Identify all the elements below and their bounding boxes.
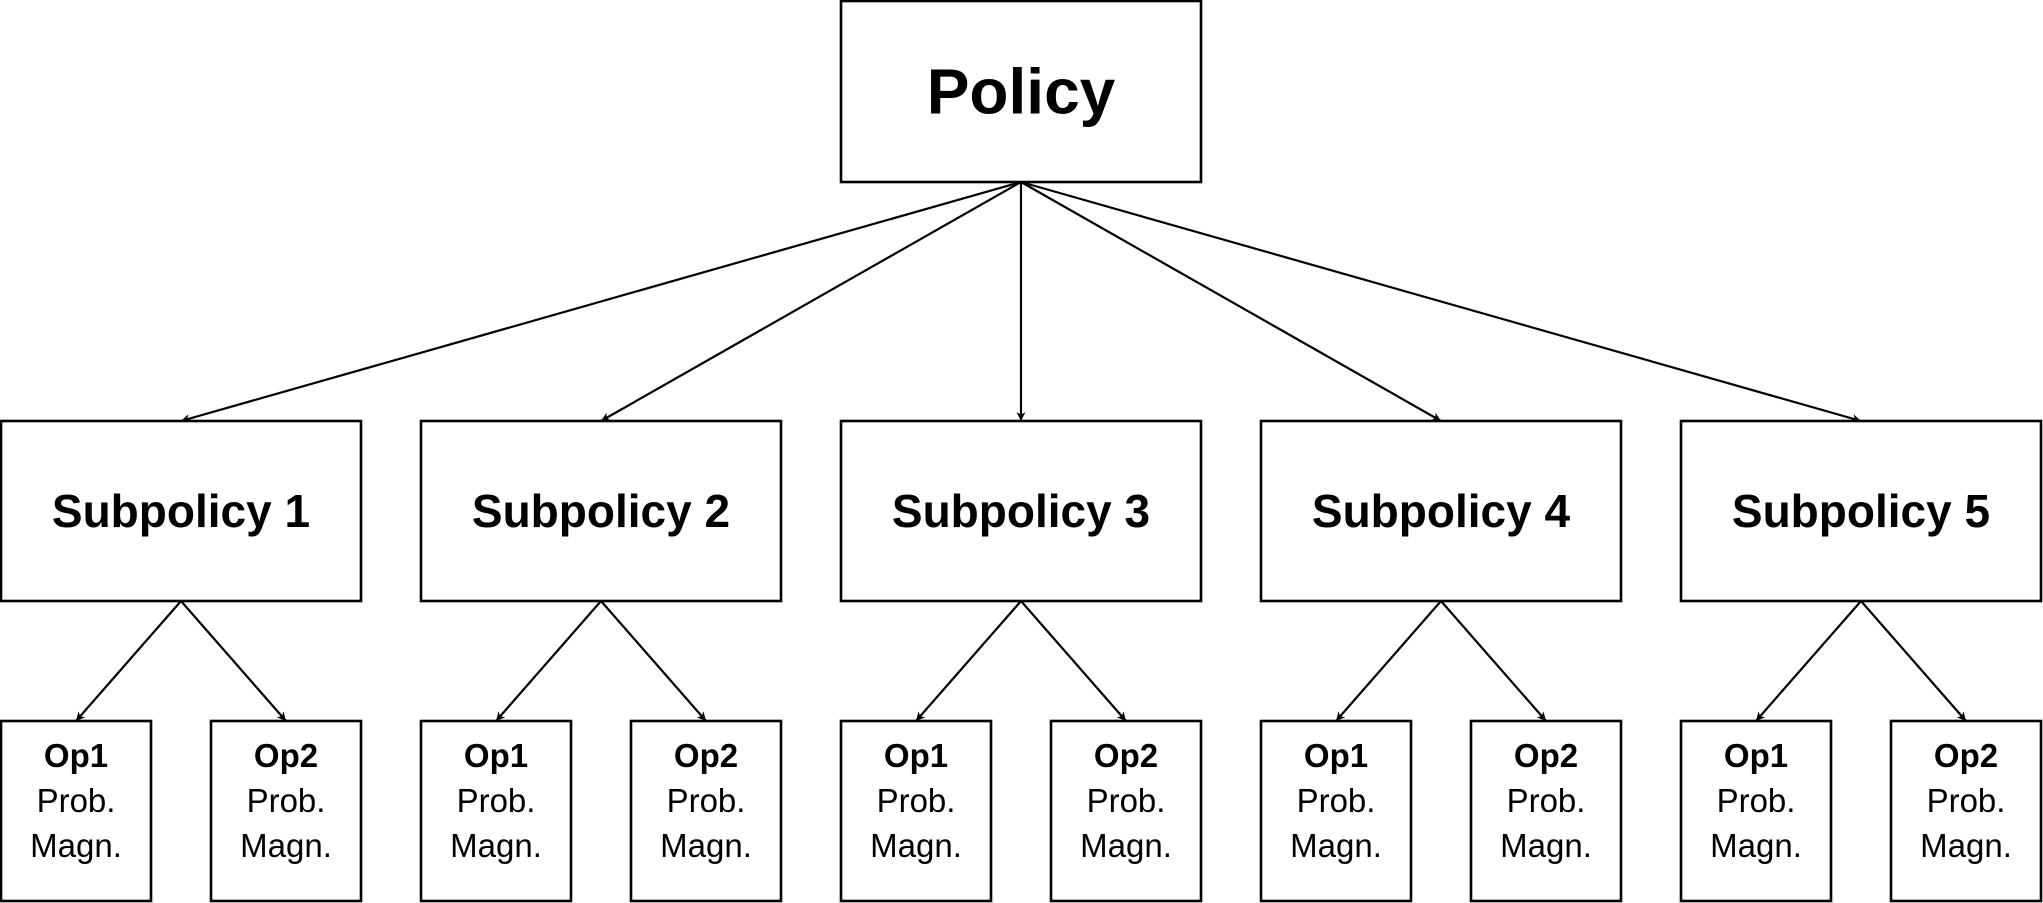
op-magnitude-label: Magn.	[240, 827, 332, 864]
subpolicy-box	[1259, 419, 1623, 603]
op-name: Op1	[884, 737, 948, 774]
subpolicy-box	[0, 419, 363, 603]
op-probability-label: Prob.	[457, 782, 536, 819]
edge-subpolicy-5-to-op2	[1860, 600, 1967, 722]
op-name: Op1	[1724, 737, 1788, 774]
op-box	[1259, 719, 1413, 903]
op-probability-label: Prob.	[667, 782, 746, 819]
op-probability-label: Prob.	[1717, 782, 1796, 819]
subpolicy-label: Subpolicy 3	[892, 485, 1150, 537]
op-name: Op2	[254, 737, 318, 774]
op-box	[209, 719, 363, 903]
edge-policy-to-subpolicy-4	[1020, 181, 1442, 422]
edge-subpolicy-4-to-op1	[1335, 600, 1442, 722]
edge-subpolicy-2-to-op2	[600, 600, 707, 722]
op-magnitude-label: Magn.	[1920, 827, 2012, 864]
edges	[75, 180, 1967, 722]
edge-subpolicy-1-to-op2	[180, 600, 287, 722]
op-probability-label: Prob.	[877, 782, 956, 819]
policy-box	[839, 0, 1203, 184]
op-magnitude-label: Magn.	[1080, 827, 1172, 864]
subpolicy-box	[1679, 419, 2043, 603]
op-name: Op2	[674, 737, 738, 774]
edge-subpolicy-4-to-op2	[1440, 600, 1547, 722]
op-probability-label: Prob.	[247, 782, 326, 819]
op-name: Op2	[1934, 737, 1998, 774]
edge-subpolicy-5-to-op1	[1755, 600, 1862, 722]
subpolicy-node-4: Subpolicy 4	[1259, 419, 1623, 603]
op-magnitude-label: Magn.	[1500, 827, 1592, 864]
subpolicy-label: Subpolicy 1	[52, 485, 310, 537]
subpolicy-box	[839, 419, 1203, 603]
op-magnitude-label: Magn.	[1710, 827, 1802, 864]
edge-subpolicy-2-to-op1	[495, 600, 602, 722]
op-name: Op2	[1094, 737, 1158, 774]
op-magnitude-label: Magn.	[30, 827, 122, 864]
op-name: Op2	[1514, 737, 1578, 774]
subpolicy-node-3: Subpolicy 3	[839, 419, 1203, 603]
op-box	[1049, 719, 1203, 903]
op-box	[839, 719, 993, 903]
subpolicy-node-5: Subpolicy 5	[1679, 419, 2043, 603]
edge-subpolicy-3-to-op2	[1020, 600, 1127, 722]
op-magnitude-label: Magn.	[870, 827, 962, 864]
subpolicy-label: Subpolicy 5	[1732, 485, 1990, 537]
op-probability-label: Prob.	[1507, 782, 1586, 819]
op-probability-label: Prob.	[1297, 782, 1376, 819]
op-box	[1469, 719, 1623, 903]
op-magnitude-label: Magn.	[450, 827, 542, 864]
subpolicy-node-2: Subpolicy 2	[419, 419, 783, 603]
op-name: Op1	[1304, 737, 1368, 774]
subpolicy-node-1: Subpolicy 1	[0, 419, 363, 603]
subpolicy-label: Subpolicy 2	[472, 485, 730, 537]
op-box	[1889, 719, 2043, 903]
op-probability-label: Prob.	[1927, 782, 2006, 819]
op-box	[629, 719, 783, 903]
subpolicy-box	[419, 419, 783, 603]
op-magnitude-label: Magn.	[1290, 827, 1382, 864]
op-magnitude-label: Magn.	[660, 827, 752, 864]
edge-subpolicy-1-to-op1	[75, 600, 182, 722]
op-box	[1679, 719, 1833, 903]
policy-node: Policy	[839, 0, 1203, 184]
edge-policy-to-subpolicy-2	[600, 181, 1022, 422]
op-box	[419, 719, 573, 903]
subpolicy-label: Subpolicy 4	[1312, 485, 1571, 537]
op-probability-label: Prob.	[37, 782, 116, 819]
edge-subpolicy-3-to-op1	[915, 600, 1022, 722]
op-box	[0, 719, 153, 903]
edge-policy-to-subpolicy-5	[1020, 180, 1862, 423]
edge-policy-to-subpolicy-1	[180, 180, 1022, 423]
op-probability-label: Prob.	[1087, 782, 1166, 819]
op-name: Op1	[44, 737, 108, 774]
policy-label: Policy	[927, 56, 1116, 128]
op-name: Op1	[464, 737, 528, 774]
